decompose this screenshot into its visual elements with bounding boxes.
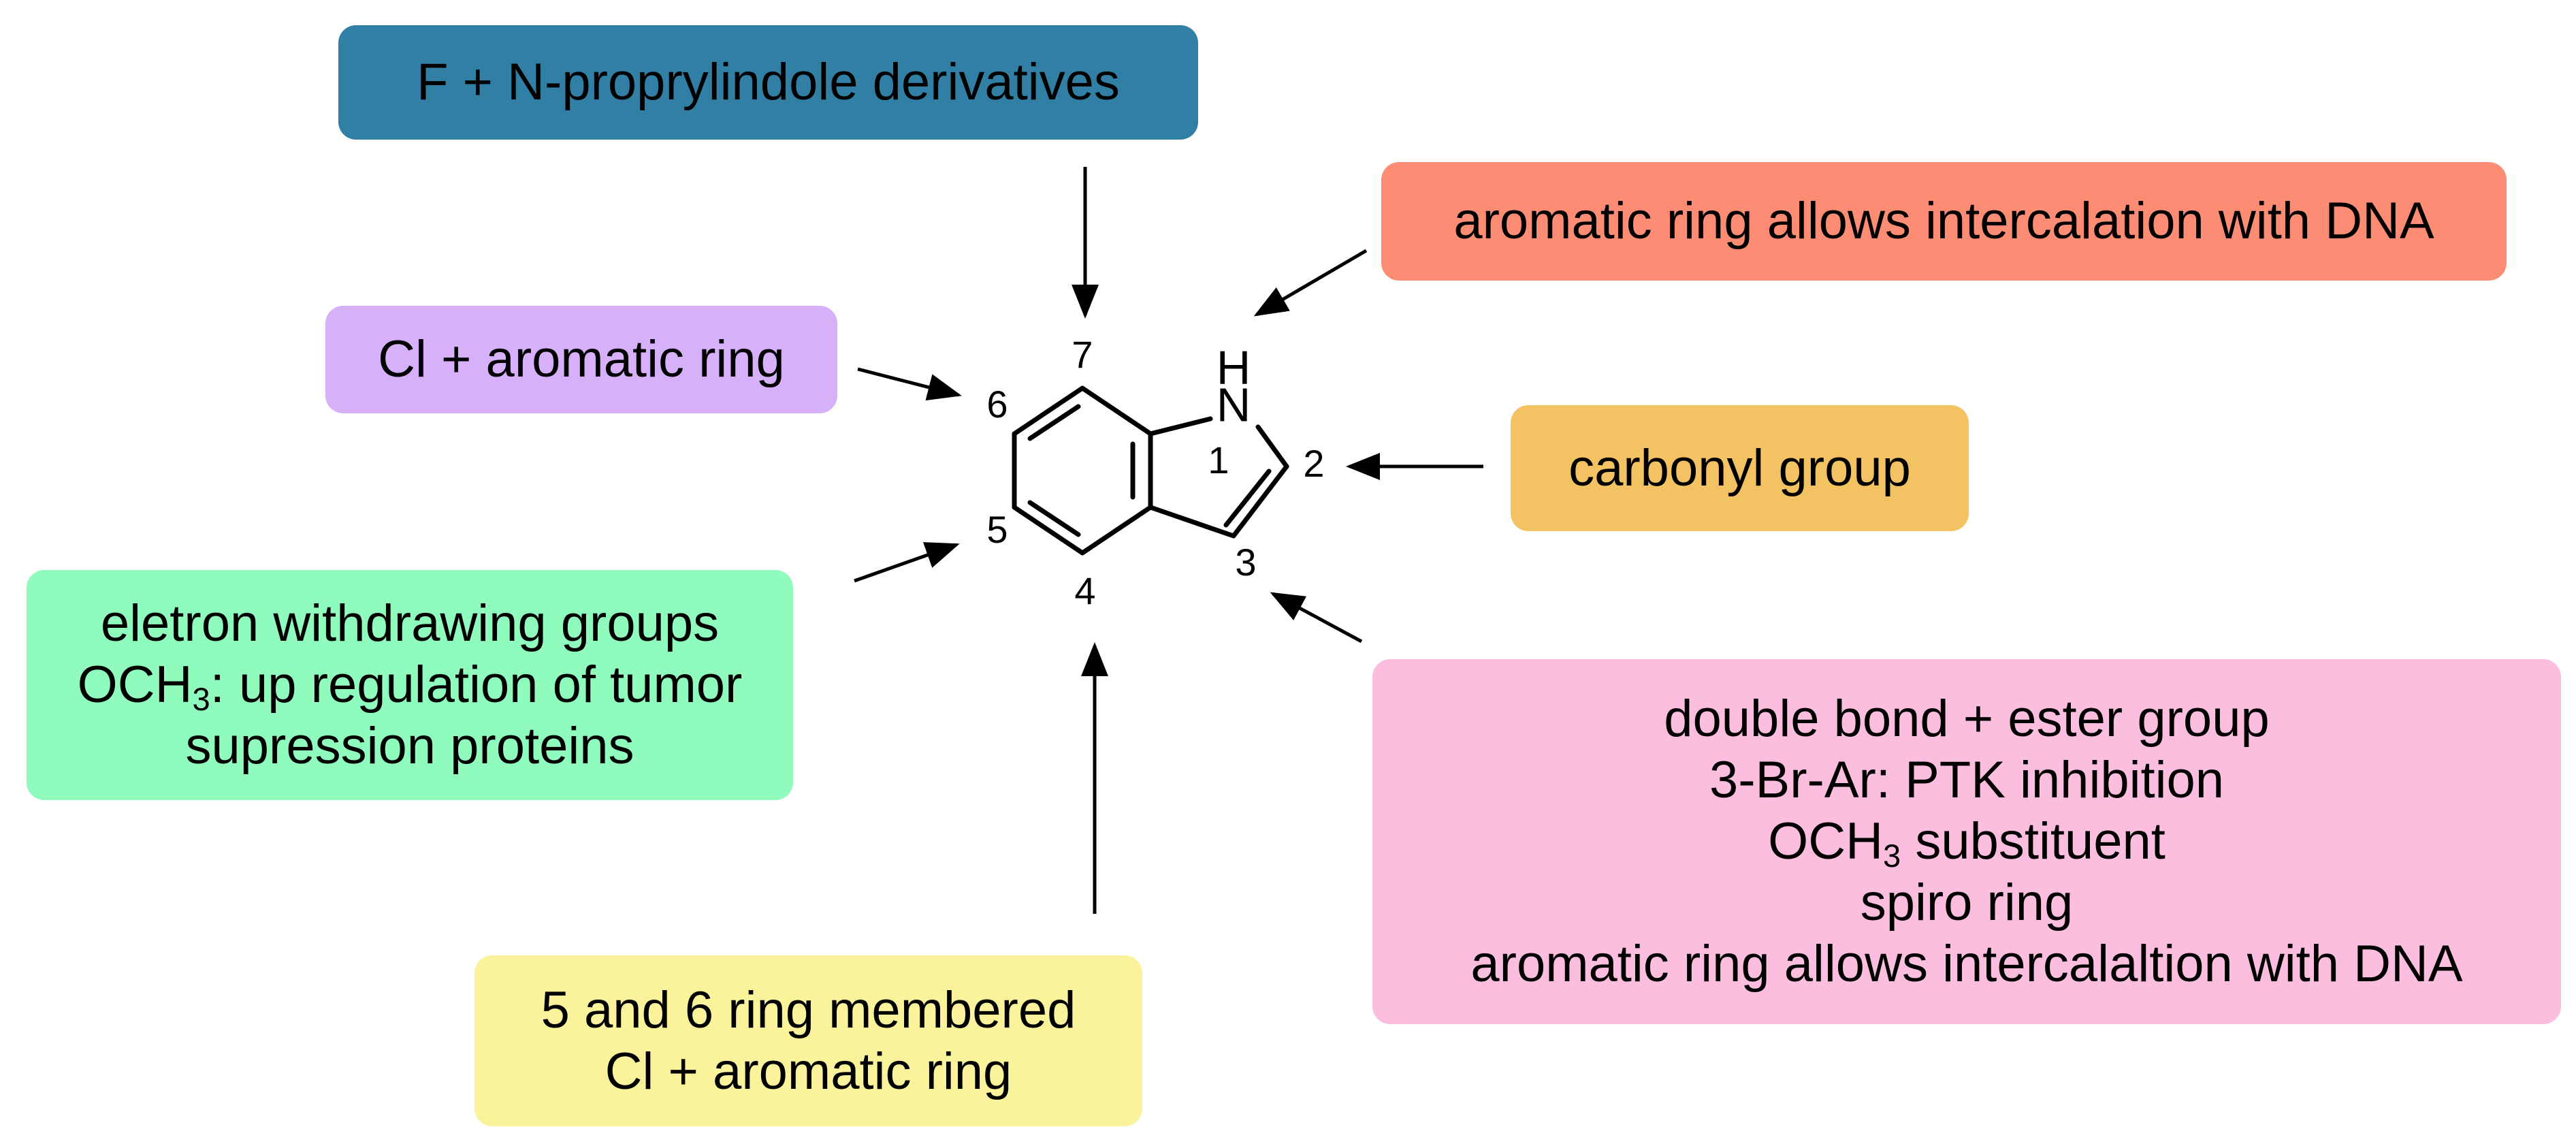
box-position-3-line-1: double bond + ester group	[1664, 690, 2270, 748]
benzene-ring	[1012, 385, 1153, 556]
atom-n: N	[1217, 378, 1251, 431]
box-position-4-line-2: Cl + aromatic ring	[605, 1042, 1012, 1100]
box-position-2-orange: carbonyl group	[1511, 405, 1969, 531]
box-position-2-text: carbonyl group	[1568, 439, 1911, 497]
atom-h: H	[1217, 340, 1251, 394]
och3-prefix-pink: OCH	[1768, 812, 1883, 870]
bond-c3-c3a	[1148, 505, 1236, 539]
bond-c5-c4	[1012, 505, 1085, 556]
box-position-7-text: F + N-proprylindole derivatives	[417, 53, 1120, 111]
box-position-5-line-3: supression proteins	[185, 717, 634, 775]
bond-c7a-c7	[1080, 385, 1153, 436]
pyrrole-ring	[1148, 416, 1289, 539]
position-number-4: 4	[1074, 569, 1095, 612]
box-position-1-text: aromatic ring allows intercalation with …	[1453, 192, 2434, 250]
arrow-to-position-6	[857, 367, 962, 401]
bond-c4-c3a	[1080, 505, 1153, 556]
box-position-4-yellow: 5 and 6 ring membered Cl + aromatic ring	[474, 955, 1142, 1126]
box-position-5-line-2-rest: up regulation of tumor	[239, 656, 743, 714]
position-number-1: 1	[1208, 439, 1229, 481]
arrow-to-position-5	[854, 542, 960, 583]
bond-n1-c2	[1255, 424, 1289, 469]
position-number-6: 6	[986, 383, 1008, 426]
box-position-3-pink: double bond + ester group 3-Br-Ar: PTK i…	[1372, 659, 2561, 1024]
box-position-4-line-1: 5 and 6 ring membered	[541, 981, 1076, 1039]
bond-c7a-n1	[1148, 416, 1213, 436]
box-position-3-line-3: OCH3 substituent	[1768, 811, 2166, 872]
box-position-3-line-5: aromatic ring allows intercalaltion with…	[1470, 935, 2463, 993]
box-position-1-salmon: aromatic ring allows intercalation with …	[1381, 162, 2507, 281]
arrow-to-position-1	[1253, 249, 1368, 317]
box-position-3-line-4: spiro ring	[1860, 874, 2074, 932]
bond-c2-c3	[1231, 464, 1289, 539]
position-number-5: 5	[986, 508, 1008, 551]
position-number-7: 7	[1072, 333, 1093, 376]
och3-subscript-pink: 3	[1882, 837, 1901, 874]
position-number-2: 2	[1303, 442, 1324, 485]
box-position-7-blue: F + N-proprylindole derivatives	[338, 25, 1198, 140]
double-bond-c5-c4	[1027, 500, 1081, 537]
position-numbers: 1 2 3 4 5 6 7	[986, 333, 1324, 612]
box-position-5-line-2: OCH3: up regulation of tumor	[78, 654, 743, 716]
och3-subscript: 3	[192, 680, 210, 717]
position-number-3: 3	[1235, 541, 1256, 584]
box-position-6-text: Cl + aromatic ring	[378, 330, 785, 388]
double-bond-c7-c6	[1027, 404, 1081, 441]
box-position-6-lavender: Cl + aromatic ring	[325, 306, 837, 413]
och3-prefix: OCH	[77, 656, 193, 714]
double-bond-c2-c3	[1223, 468, 1272, 528]
box-position-3-line-3-rest: substituent	[1915, 812, 2166, 870]
box-position-3-line-2: 3-Br-Ar: PTK inhibition	[1709, 751, 2225, 809]
och3-colon: :	[210, 656, 225, 714]
box-position-5-mint: eletron withdrawing groups OCH3: up regu…	[27, 570, 793, 800]
box-position-5-line-1: eletron withdrawing groups	[100, 594, 720, 652]
bond-c7-c6	[1012, 385, 1085, 436]
arrow-to-position-3	[1270, 592, 1363, 644]
